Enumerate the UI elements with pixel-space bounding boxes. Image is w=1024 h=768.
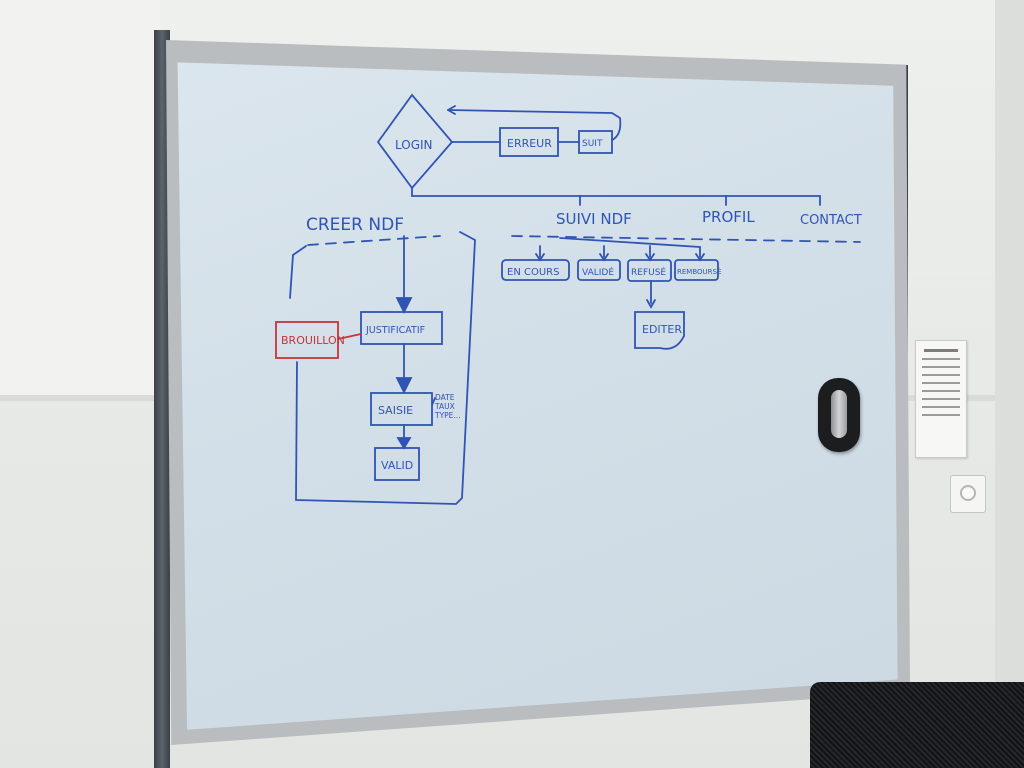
brouillon-label: BROUILLON bbox=[281, 334, 345, 347]
magnet-eraser bbox=[818, 378, 860, 452]
suite-label: SUIT bbox=[582, 139, 603, 149]
stand-pole-left bbox=[154, 30, 170, 768]
refuse-box bbox=[627, 259, 672, 282]
erreur-label: ERREUR bbox=[507, 137, 552, 150]
saisie-field-taux: TAUX bbox=[434, 402, 455, 411]
contact-label: CONTACT bbox=[800, 213, 862, 228]
room-corner bbox=[995, 0, 1024, 768]
wall-panel bbox=[0, 0, 160, 395]
login-label: LOGIN bbox=[395, 138, 433, 152]
en-cours-box bbox=[501, 259, 570, 281]
saisie-field-date: DATE bbox=[435, 393, 455, 402]
switch-button bbox=[960, 485, 976, 501]
status-refuse-label: REFUSÉ bbox=[631, 266, 666, 278]
status-en-cours-label: EN COURS bbox=[507, 267, 559, 278]
editer-label: EDITER bbox=[642, 323, 682, 336]
magnet-grip bbox=[831, 390, 847, 438]
justificatif-box bbox=[360, 311, 443, 345]
valid-box bbox=[374, 447, 420, 481]
creer-ndf-label: CREER NDF bbox=[306, 215, 404, 235]
light-switch bbox=[950, 475, 986, 513]
saisie-label: SAISIE bbox=[378, 404, 413, 417]
office-chair-back bbox=[810, 682, 1024, 768]
brouillon-box bbox=[275, 321, 339, 359]
valid-label: VALID bbox=[381, 459, 413, 472]
valide-box bbox=[577, 259, 621, 281]
status-rembourse-label: REMBOURSÉ bbox=[677, 267, 721, 276]
suite-box bbox=[578, 130, 613, 154]
editer-box bbox=[634, 311, 685, 350]
suivi-ndf-label: SUIVI NDF bbox=[556, 210, 632, 228]
status-valide-label: VALIDÉ bbox=[582, 266, 614, 278]
saisie-field-type: TYPE... bbox=[434, 411, 461, 420]
saisie-box bbox=[370, 392, 433, 426]
profil-label: PROFIL bbox=[702, 208, 755, 226]
rembourse-box bbox=[674, 259, 719, 281]
wall-notice-paper bbox=[915, 340, 967, 458]
justificatif-label: JUSTIFICATIF bbox=[365, 325, 425, 336]
